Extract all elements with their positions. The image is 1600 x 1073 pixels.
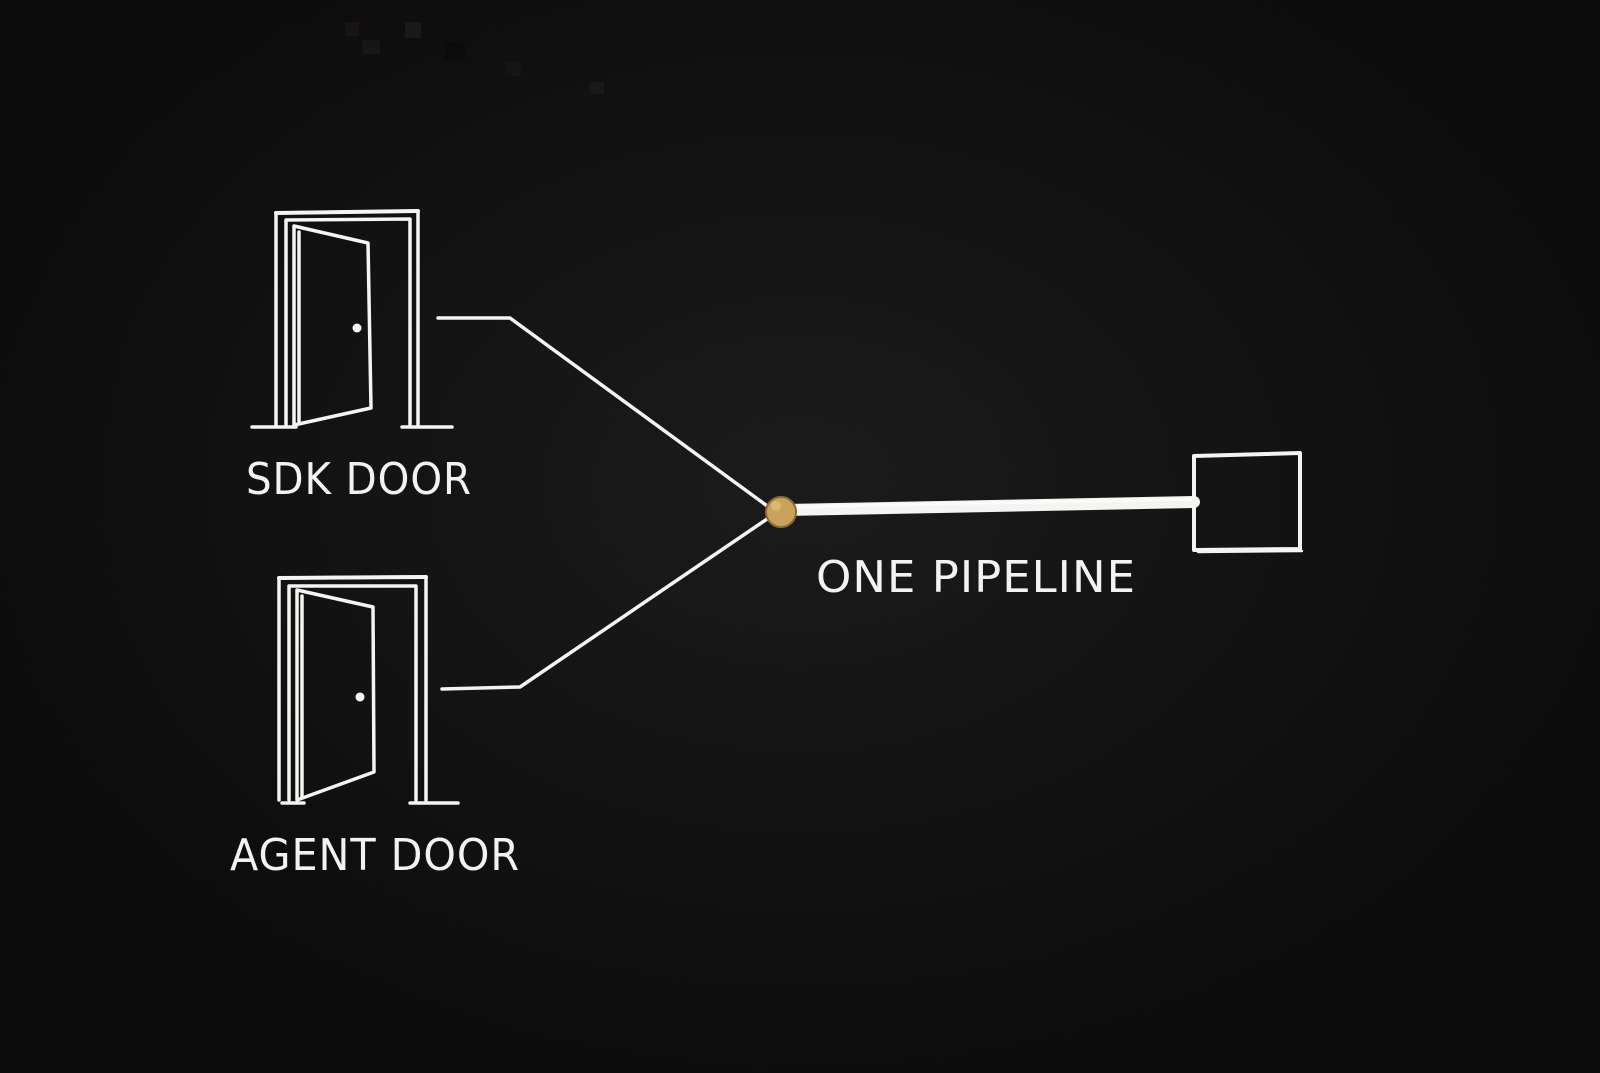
- agent-door-label: AGENT DOOR: [230, 830, 520, 881]
- pipeline-line: [779, 496, 1200, 516]
- agent-connector-line: [440, 515, 772, 691]
- destination-box: [1192, 451, 1302, 552]
- pipeline-label: ONE PIPELINE: [816, 552, 1136, 603]
- sdk-door-label: SDK DOOR: [246, 454, 472, 505]
- pipeline: [765, 451, 1304, 554]
- chalk-dust: [345, 22, 604, 94]
- door-icon: [277, 575, 460, 805]
- connector-lines: [436, 316, 772, 691]
- junction-node: [765, 496, 797, 528]
- sdk-connector-line: [436, 316, 772, 510]
- door-icon: [250, 209, 454, 429]
